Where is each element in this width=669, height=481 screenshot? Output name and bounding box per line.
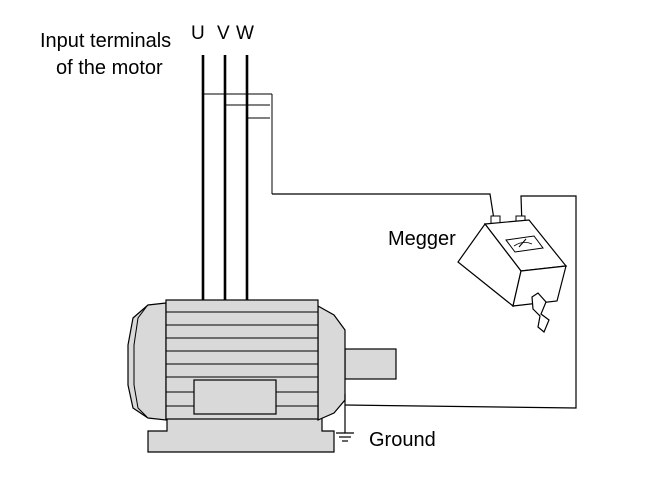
- terminal-v-label: V: [217, 23, 230, 44]
- terminal-u-label: U: [191, 23, 205, 44]
- motor-terminal-plate: [193, 379, 277, 415]
- megger-icon: [457, 215, 568, 333]
- ground-icon: [336, 432, 354, 442]
- ground-label: Ground: [369, 429, 436, 451]
- motor-end-cap-left: [127, 302, 167, 421]
- megger-ground-lead: [344, 195, 577, 433]
- motor-end-cap-right: [317, 304, 346, 421]
- motor-base: [147, 417, 335, 453]
- terminal-shorting-link: [203, 93, 273, 194]
- input-terminals-label-line1: Input terminals: [40, 30, 172, 52]
- terminal-w-label: W: [236, 23, 254, 44]
- input-terminals-label-line2: of the motor: [56, 57, 163, 79]
- motor-input-leads: [201, 55, 249, 300]
- motor-body: [165, 299, 319, 420]
- motor-shaft: [344, 348, 397, 380]
- megger-test-lead: [272, 193, 496, 227]
- megger-label: Megger: [388, 228, 456, 250]
